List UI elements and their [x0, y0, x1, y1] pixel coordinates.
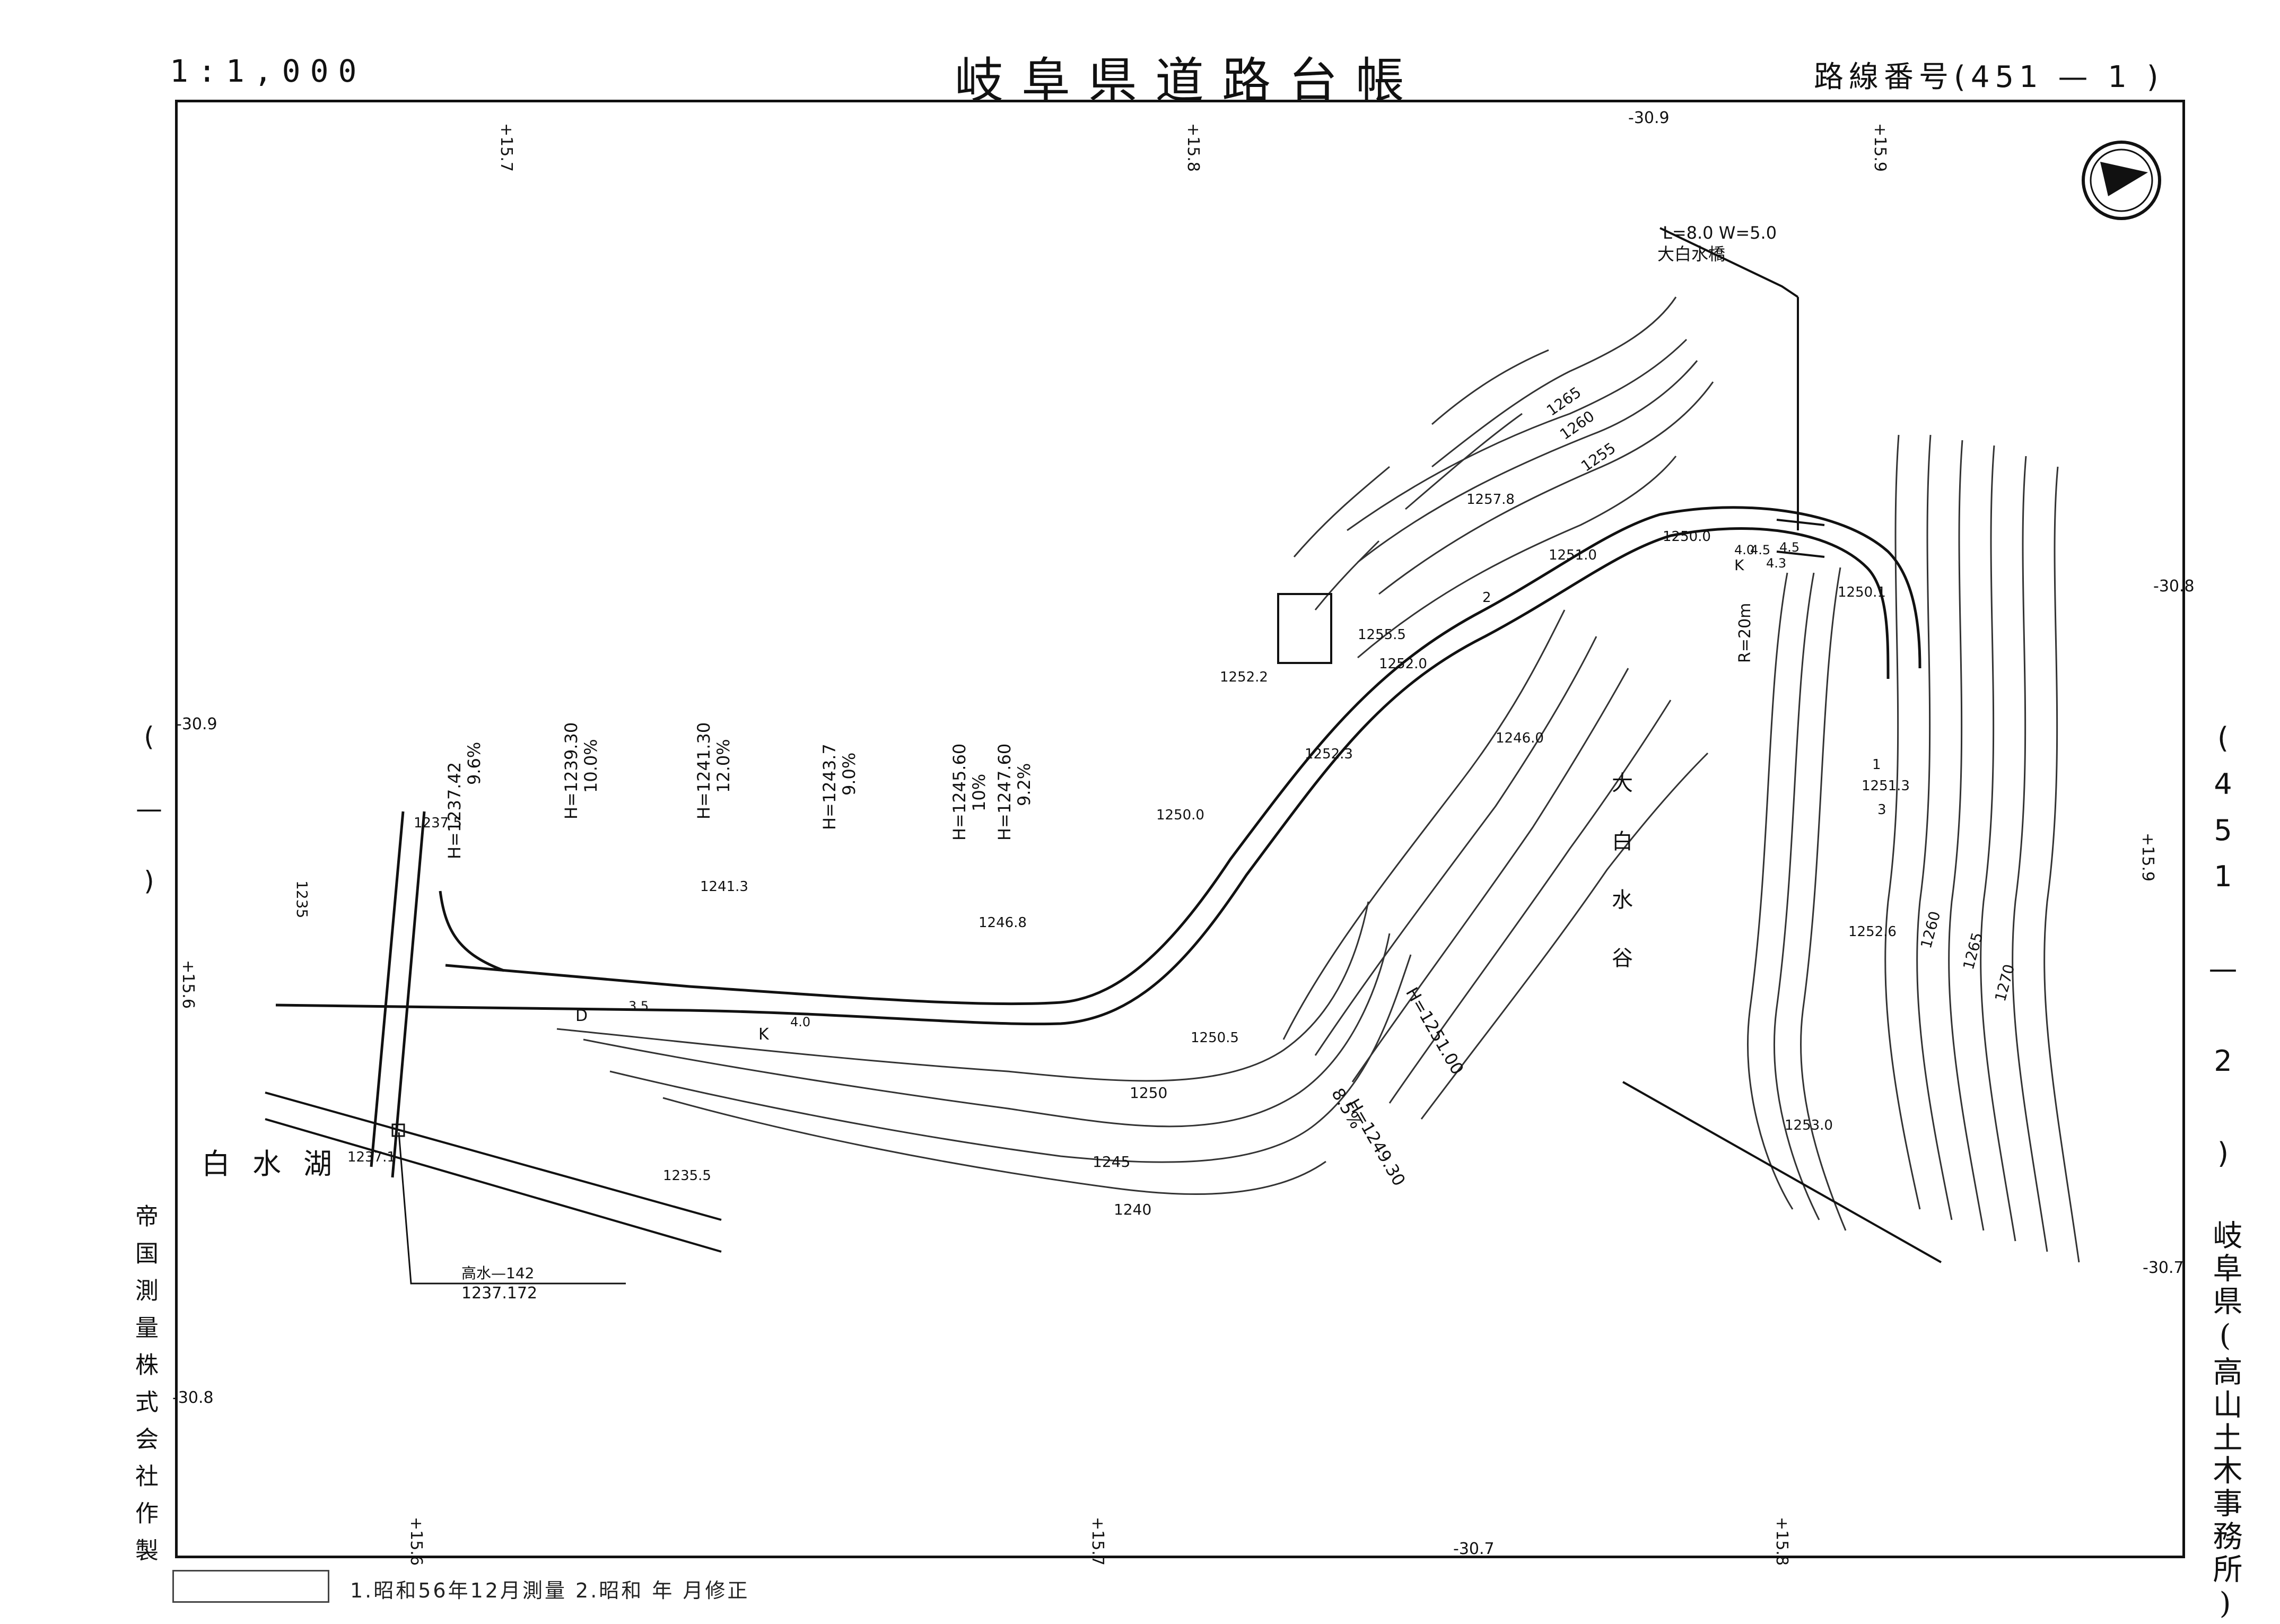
grid-tick-label: +15.6 [179, 960, 197, 1009]
road-mark: 4.0 [790, 1015, 810, 1029]
road-mark: 4.5 [1750, 543, 1770, 557]
road-mark: K [1734, 556, 1744, 574]
spot-height: 1257.8 [1466, 492, 1515, 508]
high-water-value: 1237.172 [461, 1284, 537, 1303]
grid-tick-label: +15.7 [1088, 1517, 1107, 1566]
grid-tick-label: +15.6 [407, 1517, 425, 1566]
bridge-dimensions: L=8.0 W=5.0 [1663, 223, 1777, 243]
spot-height: 1250.0 [1663, 529, 1711, 545]
contour-value: 1260 [1917, 909, 1944, 950]
grid-tick-label: -30.7 [1453, 1540, 1495, 1558]
spot-height: 1250.5 [1191, 1030, 1239, 1046]
spot-height: 1250.0 [1156, 807, 1204, 823]
road-mark: 4.5 [1779, 540, 1799, 555]
road-mark: 4.0 [1734, 543, 1754, 557]
road-mark: 3.5 [628, 999, 649, 1014]
contour-value: 1265 [1960, 930, 1986, 971]
office-name: 岐阜県(高山土木事務所) [2208, 1220, 2242, 1624]
left-route-marker: ( — ) [134, 721, 164, 902]
road-mark: 2 [1482, 590, 1491, 606]
profile-grade: 9.2% [1014, 763, 1034, 806]
spot-height: 1253.0 [1785, 1117, 1833, 1133]
maker-credit: 帝国測量株式会社作製 [131, 1204, 158, 1575]
profile-labels: H=1237.42 9.6% H=1239.30 10.0% H=1241.30… [444, 722, 1468, 1190]
grid-tick-label: +15.8 [1772, 1517, 1791, 1566]
spot-height: 1252.2 [1220, 669, 1268, 685]
revision-stamp-box [172, 1570, 329, 1603]
profile-grade: 9.6% [464, 742, 484, 785]
grid-tick-label: -30.9 [176, 715, 217, 734]
road-mark: D [575, 1007, 588, 1025]
spot-height: 1251.0 [1549, 547, 1597, 563]
grid-tick-label: -30.7 [2143, 1259, 2184, 1277]
spot-height: 1246.0 [1496, 730, 1544, 746]
contour-value: 1245 [1093, 1153, 1130, 1171]
spot-height: 1250.1 [1838, 584, 1886, 600]
high-water-callout: 高水—142 1237.172 [391, 1123, 626, 1303]
grid-tick-label: -30.8 [2153, 577, 2195, 596]
road-mark: 1 [1872, 757, 1881, 773]
profile-height: H=1251.00 [1402, 984, 1468, 1078]
map-frame [175, 100, 2185, 1558]
contour-value: 1240 [1114, 1201, 1151, 1218]
profile-grade: 10.0% [581, 739, 601, 793]
road-mark: 3 [1877, 802, 1886, 818]
spot-height: 1252.6 [1848, 924, 1897, 940]
road-mark: K [758, 1025, 770, 1044]
contour-lines [556, 296, 1714, 1195]
grid-tick-label: +15.9 [2138, 833, 2157, 881]
profile-grade: 9.0% [839, 753, 859, 796]
grid-tick-label: -30.9 [1628, 109, 1670, 127]
lake-name: 白水湖 [202, 1147, 354, 1181]
spot-heights: 1237.5 1241.3 1246.8 1250.0 1252.2 1255.… [347, 492, 1910, 1184]
profile-height: H=1243.7 [819, 744, 840, 830]
profile-height: H=1241.30 [694, 722, 714, 819]
bridge-structure [1659, 227, 1825, 558]
revision-note: 1.昭和56年12月測量 2.昭和 年 月修正 [350, 1579, 750, 1602]
profile-height: H=1247.60 [994, 744, 1015, 841]
contour-value: 1235 [293, 880, 311, 918]
spot-height: 1241.3 [700, 879, 748, 895]
map-scale: 1:1,000 [170, 53, 366, 89]
contour-value: 1250 [1130, 1084, 1167, 1102]
profile-height: H=1245.60 [949, 744, 969, 841]
high-water-label: 高水—142 [461, 1264, 534, 1282]
feature-labels: 大白水谷 R=20m D K 3.5 4.0 4.0 4.5 4.3 4.5 K… [575, 540, 1886, 1044]
grid-ticks: +15.7 +15.8 -30.9 +15.9 -30.9 +15.6 -30.… [172, 109, 2195, 1566]
spot-height: 1237.1 [347, 1149, 396, 1165]
profile-height: H=1239.30 [561, 722, 581, 819]
grid-tick-label: +15.8 [1184, 123, 1202, 172]
north-arrow-icon [2082, 141, 2161, 220]
valley-name: 大白水谷 [1608, 772, 1632, 1005]
profile-grade: 12.0% [713, 739, 733, 793]
grid-tick-label: +15.9 [1871, 123, 1889, 172]
spot-height: 1252.0 [1379, 656, 1427, 672]
spot-height: 1255.5 [1358, 627, 1406, 643]
east-slope-contours [1747, 434, 2080, 1263]
prefectural-road [275, 506, 1921, 1178]
adjacent-route-number: (451 — 2 ) [2206, 721, 2240, 1183]
bridge-name: 大白水橋 [1657, 244, 1725, 264]
grid-tick-label: +15.7 [497, 123, 516, 172]
spot-height: 1252.3 [1305, 746, 1353, 762]
building-symbol [1277, 593, 1332, 664]
profile-height: H=1237.42 [444, 762, 465, 859]
road-mark: 4.3 [1766, 556, 1786, 571]
spot-height: 1237.5 [414, 815, 462, 831]
contour-value: 1255 [1578, 439, 1619, 475]
grid-tick-label: -30.8 [172, 1389, 214, 1407]
curve-radius: R=20m [1736, 603, 1754, 663]
lake-shoreline [265, 1081, 1942, 1263]
spot-height: 1235.5 [663, 1168, 711, 1184]
route-number: 路線番号(451 — 1 ) [1814, 60, 2164, 94]
spot-height: 1246.8 [979, 915, 1027, 931]
spot-height: 1251.3 [1862, 778, 1910, 794]
bridge-label: L=8.0 W=5.0 大白水橋 [1657, 223, 1777, 264]
profile-grade: 10% [969, 774, 989, 811]
